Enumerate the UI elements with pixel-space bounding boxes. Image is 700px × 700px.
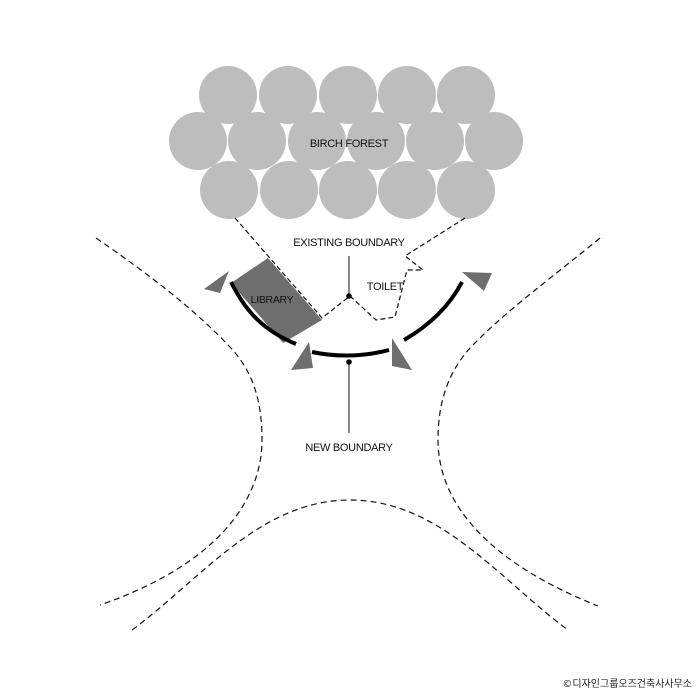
new-boundary-left xyxy=(229,281,297,346)
arrow-right-icon xyxy=(462,272,492,291)
library-block xyxy=(231,258,322,343)
new-boundary-label: NEW BOUNDARY xyxy=(305,442,393,454)
tree xyxy=(228,112,286,170)
tree xyxy=(259,66,317,124)
arrow-center-left-icon xyxy=(291,342,313,370)
tree xyxy=(199,66,257,124)
road-edge-upper-left xyxy=(95,237,263,606)
arrow-center-right-icon xyxy=(392,338,412,370)
new-boundary-right xyxy=(403,281,464,342)
tree xyxy=(169,112,227,170)
tree xyxy=(437,66,495,124)
tree xyxy=(200,161,258,219)
copyright-credit: ©디자인그룹오즈건축사사무소 xyxy=(562,678,692,690)
tree xyxy=(406,112,464,170)
tree xyxy=(319,66,377,124)
tree xyxy=(378,66,436,124)
birch-forest-label: BIRCH FOREST xyxy=(310,138,389,150)
birch-forest xyxy=(169,66,523,219)
tree xyxy=(347,112,405,170)
new-boundary-dot xyxy=(346,359,352,365)
new-boundary-middle xyxy=(311,348,390,358)
road-edges xyxy=(95,237,601,631)
tree xyxy=(288,112,346,170)
tree xyxy=(319,161,377,219)
tree xyxy=(437,161,495,219)
tree xyxy=(260,161,318,219)
existing-boundary-line xyxy=(234,217,466,321)
tree xyxy=(378,161,436,219)
tree xyxy=(465,112,523,170)
arrow-left-icon xyxy=(204,271,229,293)
library-label: LIBRARY xyxy=(251,294,294,306)
toilet-label: TOILET xyxy=(367,281,404,293)
existing-boundary-dot xyxy=(346,293,352,299)
road-edge-upper-right xyxy=(437,237,601,607)
road-edge-lower xyxy=(131,499,569,631)
existing-boundary-label: EXISTING BOUNDARY xyxy=(293,237,405,249)
